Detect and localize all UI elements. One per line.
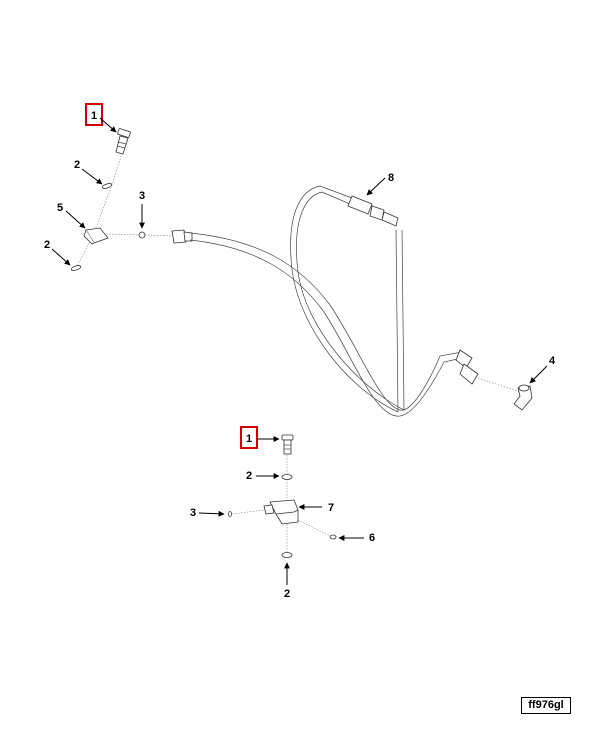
callout-label: 3	[190, 507, 196, 519]
callout-top-4: 4	[529, 355, 556, 384]
lower-assembly	[228, 434, 337, 558]
callout-label: 8	[388, 172, 394, 184]
o-ring-part	[228, 511, 232, 517]
banjo-bolt-part	[281, 434, 294, 455]
callout-label: 2	[284, 588, 290, 600]
seal-washer-part	[281, 474, 293, 480]
hose-fitting-part	[455, 349, 479, 385]
callout-label: 4	[549, 355, 556, 367]
callout-top-1: 1	[85, 103, 117, 133]
callout-label: 1	[91, 110, 97, 122]
callout-label: 2	[74, 159, 80, 171]
seal-washer-part	[70, 265, 82, 271]
seal-washer-part	[281, 552, 293, 558]
callout-label: 5	[57, 202, 63, 214]
callout-bot-7: 7	[298, 502, 334, 514]
banjo-fitting-part	[83, 227, 109, 245]
figure-id-label: ff976gl	[521, 697, 571, 714]
callout-top-2a: 2	[74, 159, 103, 185]
hose-fitting-part	[347, 195, 399, 227]
callout-top-8: 8	[366, 172, 394, 196]
callout-label: 1	[246, 433, 252, 445]
elbow-fitting-part	[513, 384, 533, 411]
callout-top-5: 5	[57, 202, 86, 229]
callout-bot-1: 1	[240, 426, 280, 449]
callout-label: 2	[44, 239, 50, 251]
plug-part	[329, 534, 337, 540]
callout-label: 6	[369, 532, 375, 544]
o-ring-part	[138, 231, 146, 239]
banjo-bolt-part	[115, 128, 131, 155]
callout-top-2b: 2	[44, 239, 71, 266]
hose-fitting-part	[171, 229, 193, 244]
callout-bot-6: 6	[338, 532, 375, 544]
callout-label: 7	[328, 502, 334, 514]
tee-block-part	[263, 499, 299, 525]
callout-top-3: 3	[139, 190, 145, 229]
callout-bot-3: 3	[190, 507, 225, 519]
callout-label: 3	[139, 190, 145, 202]
seal-washer-part	[101, 183, 113, 189]
hose-assembly-part	[189, 185, 463, 417]
callout-bot-2a: 2	[246, 470, 280, 482]
callout-bot-2b: 2	[284, 562, 290, 600]
upper-assembly	[70, 128, 533, 417]
callout-label: 2	[246, 470, 252, 482]
